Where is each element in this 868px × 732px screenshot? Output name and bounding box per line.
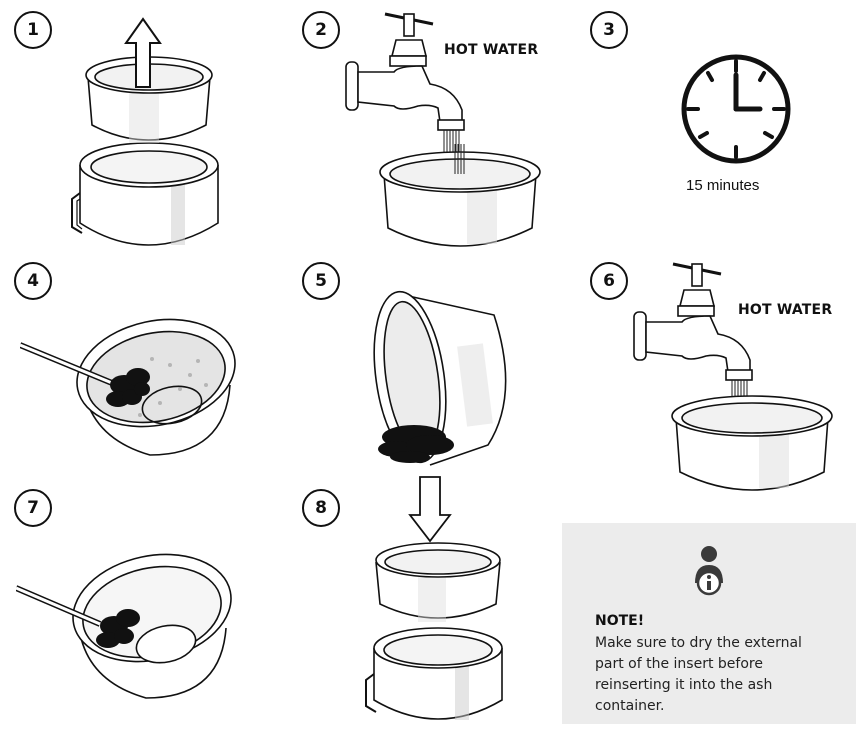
step-7-badge: 7 — [14, 489, 52, 527]
step-8-illustration — [365, 542, 503, 720]
step-7-brush-icon — [16, 553, 232, 699]
step-5-illustration — [373, 290, 507, 543]
hot-water-label-step-2: HOT WATER — [444, 42, 539, 58]
step-1-illustration — [71, 17, 219, 246]
note-title: NOTE! — [595, 613, 645, 629]
step-6-faucet-icon — [633, 262, 753, 428]
step-5-badge: 5 — [302, 262, 340, 300]
hot-water-label-step-6: HOT WATER — [738, 302, 833, 318]
step-4-badge: 4 — [14, 262, 52, 300]
note-box: NOTE! Make sure to dry the external part… — [562, 523, 856, 724]
timer-label: 15 minutes — [686, 177, 760, 194]
step-8-badge: 8 — [302, 489, 340, 527]
step-4-brush-icon — [20, 318, 236, 456]
clock-icon — [681, 54, 791, 164]
step-6-badge: 6 — [590, 262, 628, 300]
person-info-icon — [695, 546, 723, 596]
step-2-badge: 2 — [302, 11, 340, 49]
step-2-insert-illustration — [379, 144, 541, 247]
step-6-insert-illustration — [671, 395, 833, 491]
note-text: Make sure to dry the external part of th… — [595, 635, 802, 714]
step-2-faucet-icon — [345, 12, 465, 178]
step-1-badge: 1 — [14, 11, 52, 49]
step-3-badge: 3 — [590, 11, 628, 49]
